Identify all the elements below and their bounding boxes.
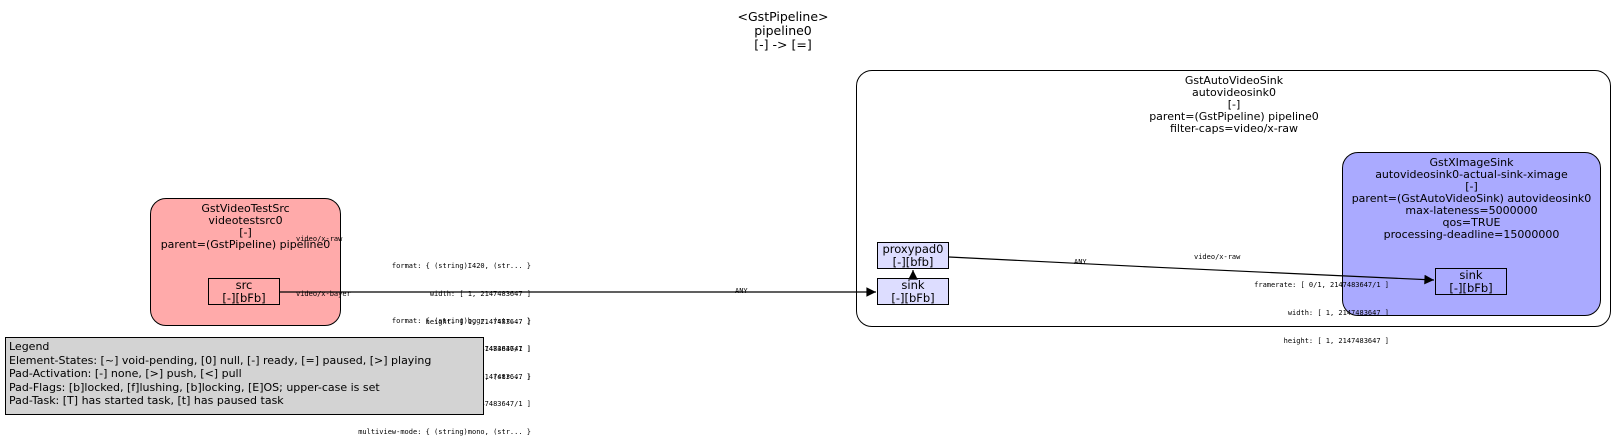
legend-title: Legend bbox=[9, 340, 50, 353]
sink-caps-line: width: [ 1, 2147483647 ] bbox=[1287, 309, 1389, 318]
src-caps-bayer-line: format: { (string)bggr, (str... } bbox=[391, 317, 531, 326]
src-caps-raw-line: format: { (string)I420, (str... } bbox=[391, 262, 531, 271]
edge-label-proxy-to-sink: ANY bbox=[1074, 258, 1087, 266]
ximagesink-label: GstXImageSink autovideosink0-actual-sink… bbox=[1342, 157, 1601, 241]
autovideosink-type: GstAutoVideoSink bbox=[1184, 74, 1284, 87]
ximagesink-type: GstXImageSink bbox=[1429, 156, 1514, 169]
ximagesink-processing-deadline: processing-deadline=15000000 bbox=[1383, 228, 1560, 241]
videotestsrc-label: GstVideoTestSrc videotestsrc0 [-] parent… bbox=[150, 203, 341, 251]
proxypad0[interactable]: proxypad0 [-][bfb] bbox=[877, 242, 949, 269]
src-caps-raw-header: video/x-raw bbox=[296, 235, 343, 243]
ximagesink-sink-pad[interactable]: sink [-][bFb] bbox=[1435, 268, 1507, 295]
autovideosink-sink-pad-name: sink bbox=[901, 278, 925, 292]
ximagesink-max-lateness: max-lateness=5000000 bbox=[1405, 204, 1538, 217]
legend-pad-task: Pad-Task: [T] has started task, [t] has … bbox=[9, 394, 284, 407]
sink-caps-line: framerate: [ 0/1, 2147483647/1 ] bbox=[1254, 281, 1389, 290]
src-caps-bayer-line: multiview-mode: { (string)mono, (str... … bbox=[358, 427, 531, 436]
pipeline-title: <GstPipeline> pipeline0 [-] -> [=] bbox=[683, 10, 883, 52]
videotestsrc-src-pad-flags: [-][bFb] bbox=[222, 291, 266, 305]
pipeline-type: <GstPipeline> bbox=[737, 9, 829, 24]
edge-proxypad-to-ximagesink bbox=[948, 256, 1435, 285]
videotestsrc-name: videotestsrc0 bbox=[208, 214, 283, 227]
ximagesink-qos: qos=TRUE bbox=[1442, 216, 1501, 229]
legend-element-states: Element-States: [~] void-pending, [0] nu… bbox=[9, 353, 432, 367]
videotestsrc-src-pad-name: src bbox=[235, 278, 253, 292]
legend-box: Legend Element-States: [~] void-pending,… bbox=[5, 337, 484, 415]
videotestsrc-parent: parent=(GstPipeline) pipeline0 bbox=[160, 238, 331, 251]
autovideosink-label: GstAutoVideoSink autovideosink0 [-] pare… bbox=[1100, 75, 1368, 135]
autovideosink-name: autovideosink0 bbox=[1192, 86, 1276, 99]
ximagesink-sink-pad-name: sink bbox=[1459, 268, 1483, 282]
autovideosink-state: [-] bbox=[1227, 98, 1241, 111]
edges-layer bbox=[280, 256, 1435, 297]
edge-label-src-to-sink: ANY bbox=[735, 287, 748, 295]
autovideosink-sink-pad-flags: [-][bFb] bbox=[891, 291, 935, 305]
videotestsrc-src-pad[interactable]: src [-][bFb] bbox=[208, 278, 280, 305]
autovideosink-filter-caps: filter-caps=video/x-raw bbox=[1169, 122, 1299, 135]
src-caps-bayer-header: video/x-bayer bbox=[296, 290, 351, 298]
proxypad0-name: proxypad0 bbox=[882, 242, 944, 256]
videotestsrc-type: GstVideoTestSrc bbox=[201, 202, 290, 215]
sink-caps-header: video/x-raw bbox=[1194, 253, 1241, 261]
ximagesink-parent: parent=(GstAutoVideoSink) autovideosink0 bbox=[1351, 192, 1592, 205]
src-caps-raw-line: height: [ 1, 2147483647 ] bbox=[425, 317, 531, 326]
legend-pad-activation: Pad-Activation: [-] none, [>] push, [<] … bbox=[9, 367, 242, 380]
ximagesink-name: autovideosink0-actual-sink-ximage bbox=[1375, 168, 1568, 181]
pipeline-name: pipeline0 bbox=[754, 23, 812, 38]
ximagesink-state: [-] bbox=[1465, 180, 1478, 193]
autovideosink-parent: parent=(GstPipeline) pipeline0 bbox=[1149, 110, 1319, 123]
proxypad0-flags: [-][bfb] bbox=[892, 255, 934, 269]
legend-pad-flags: Pad-Flags: [b]locked, [f]lushing, [b]loc… bbox=[9, 380, 380, 394]
videotestsrc-state: [-] bbox=[239, 226, 252, 239]
pipeline-state: [-] -> [=] bbox=[754, 37, 812, 52]
sink-caps-list: framerate: [ 0/1, 2147483647/1 ] width: … bbox=[1180, 263, 1389, 355]
src-caps-raw-line: width: [ 1, 2147483647 ] bbox=[429, 290, 531, 299]
ximagesink-sink-pad-flags: [-][bFb] bbox=[1449, 281, 1493, 295]
sink-caps-line: height: [ 1, 2147483647 ] bbox=[1283, 336, 1389, 345]
